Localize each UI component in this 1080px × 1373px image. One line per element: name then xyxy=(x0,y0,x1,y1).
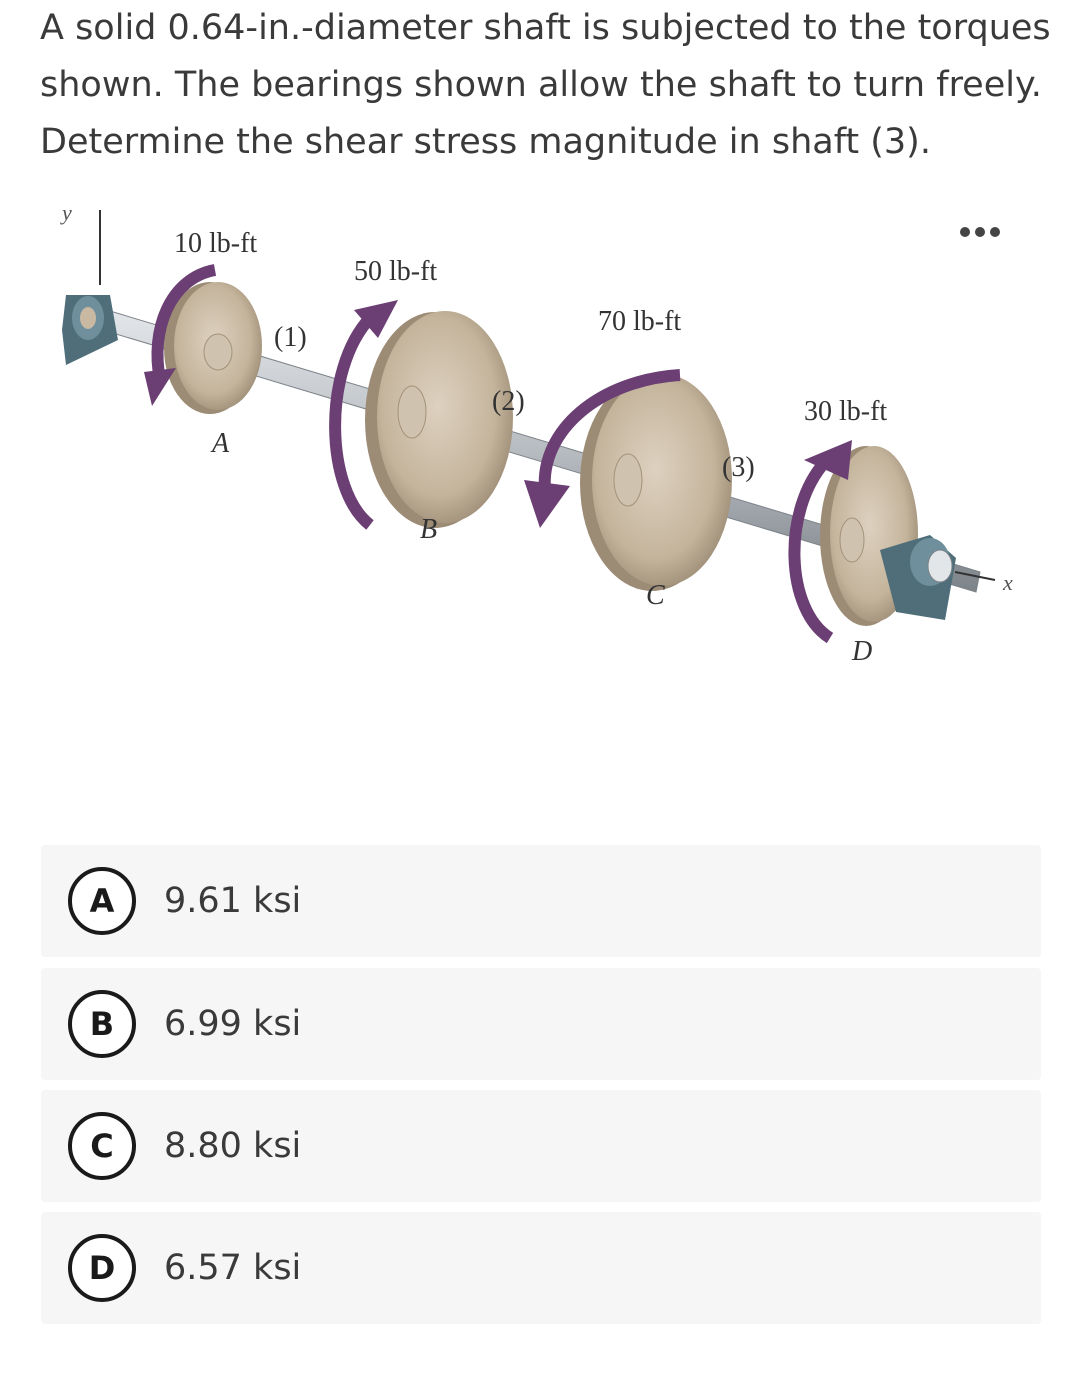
segment-label-1: (1) xyxy=(274,322,307,353)
option-letter-badge: B xyxy=(68,990,136,1058)
x-axis-label: x xyxy=(1002,570,1013,595)
torque-label-c: 70 lb-ft xyxy=(598,306,681,337)
torque-label-b: 50 lb-ft xyxy=(354,256,437,287)
point-label-b: B xyxy=(420,514,437,545)
torque-arrowhead-b xyxy=(354,300,398,338)
more-dots-icon xyxy=(990,227,1000,237)
question-line-2: shown. The bearings shown allow the shaf… xyxy=(40,65,1042,105)
segment-label-2: (2) xyxy=(492,386,525,417)
bearing-left xyxy=(62,295,118,365)
answer-option-b[interactable]: B 6.99 ksi xyxy=(41,968,1041,1080)
segment-label-3: (3) xyxy=(722,452,755,483)
torque-arrowhead-c xyxy=(524,480,570,528)
bearing-right xyxy=(880,535,956,620)
point-label-d: D xyxy=(851,636,872,667)
point-label-a: A xyxy=(210,428,230,459)
torque-arrow-a xyxy=(151,264,217,382)
point-label-c: C xyxy=(646,580,665,611)
disk-a xyxy=(164,282,262,414)
answer-option-c[interactable]: C 8.80 ksi xyxy=(41,1090,1041,1202)
option-text: 6.99 ksi xyxy=(164,1004,302,1044)
torque-arrow-d xyxy=(788,458,834,644)
option-letter-badge: A xyxy=(68,867,136,935)
shaft-diagram: y x xyxy=(60,200,1013,667)
option-text: 8.80 ksi xyxy=(164,1126,302,1166)
more-dots-icon xyxy=(960,227,970,237)
option-letter-badge: D xyxy=(68,1234,136,1302)
x-axis-line xyxy=(954,571,996,581)
option-letter-badge: C xyxy=(68,1112,136,1180)
question-line-1: A solid 0.64-in.-diameter shaft is subje… xyxy=(40,8,1051,48)
disk-c xyxy=(580,374,732,591)
answer-option-a[interactable]: A 9.61 ksi xyxy=(41,845,1041,957)
more-dots-icon xyxy=(975,227,985,237)
answer-option-d[interactable]: D 6.57 ksi xyxy=(41,1212,1041,1324)
more-options-button[interactable] xyxy=(952,218,1008,246)
torque-arrowhead-a xyxy=(144,368,176,406)
option-text: 9.61 ksi xyxy=(164,881,302,921)
torque-arrow-c xyxy=(538,369,681,491)
disk-b xyxy=(365,311,513,528)
option-text: 6.57 ksi xyxy=(164,1248,302,1288)
question-text: A solid 0.64-in.-diameter shaft is subje… xyxy=(40,0,1051,171)
y-axis-label: y xyxy=(60,200,72,225)
torque-label-d: 30 lb-ft xyxy=(804,396,887,427)
question-line-3: Determine the shear stress magnitude in … xyxy=(40,122,931,162)
torque-arrow-b xyxy=(329,313,375,530)
torque-arrowhead-d xyxy=(804,440,852,480)
torque-label-a: 10 lb-ft xyxy=(174,228,257,259)
